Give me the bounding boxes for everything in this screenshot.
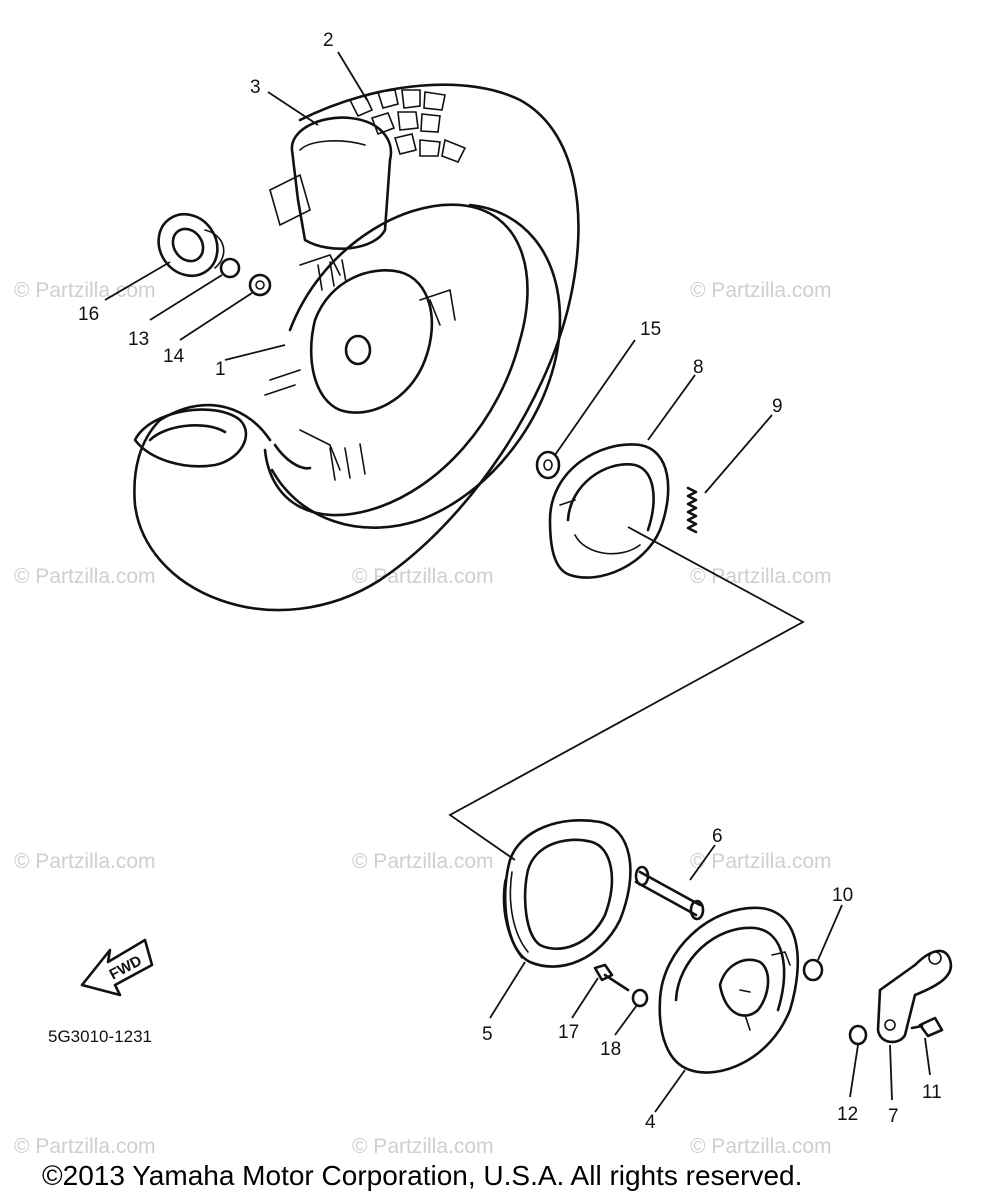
bolt-11	[910, 1016, 944, 1038]
callout-labels: 1 2 3 4 5 6 7 8 9 10 11 12 13 14 15 16 1…	[78, 30, 942, 1133]
watermark: © Partzilla.com	[352, 565, 494, 588]
group-leader	[448, 526, 805, 861]
callout-15: 15	[640, 319, 661, 340]
brake-shoe-set	[548, 443, 670, 579]
callout-8: 8	[693, 357, 704, 378]
callout-18: 18	[600, 1039, 621, 1060]
nut-12	[848, 1024, 868, 1046]
spring-9	[686, 486, 698, 534]
tire-wheel-assembly	[133, 83, 580, 612]
watermark: © Partzilla.com	[14, 1135, 156, 1158]
watermark: © Partzilla.com	[690, 565, 832, 588]
watermark: © Partzilla.com	[690, 279, 832, 302]
leader-lines	[104, 51, 931, 1113]
brake-panel	[658, 906, 800, 1074]
copyright-notice: ©2013 Yamaha Motor Corporation, U.S.A. A…	[42, 1160, 802, 1191]
callout-5: 5	[482, 1024, 493, 1045]
callout-11: 11	[922, 1082, 942, 1103]
nut-13	[219, 257, 241, 279]
callout-10: 10	[832, 885, 853, 906]
brake-arm	[876, 949, 953, 1044]
callout-16: 16	[78, 304, 99, 325]
watermark: © Partzilla.com	[690, 850, 832, 873]
watermark: © Partzilla.com	[14, 850, 156, 873]
washer-15	[535, 450, 561, 480]
axle-hardware	[157, 212, 272, 297]
watermark: © Partzilla.com	[352, 1135, 494, 1158]
washer-14	[248, 273, 272, 297]
callout-1: 1	[215, 359, 226, 380]
callout-14: 14	[163, 346, 185, 367]
callout-4: 4	[645, 1112, 656, 1133]
watermark-layer: © Partzilla.com © Partzilla.com © Partzi…	[14, 279, 832, 1158]
watermark: © Partzilla.com	[352, 850, 494, 873]
callout-2: 2	[323, 30, 334, 51]
callout-13: 13	[128, 329, 149, 350]
tire-tread	[348, 89, 467, 164]
callout-17: 17	[558, 1022, 579, 1043]
part-code: 5G3010-1231	[48, 1027, 152, 1046]
callout-12: 12	[837, 1104, 858, 1125]
watermark: © Partzilla.com	[14, 279, 156, 302]
washer-18	[631, 988, 649, 1008]
watermark: © Partzilla.com	[14, 565, 156, 588]
callout-3: 3	[250, 77, 261, 98]
bolt-17	[593, 963, 630, 992]
callout-9: 9	[772, 396, 783, 417]
nut-10	[802, 958, 824, 982]
watermark: © Partzilla.com	[690, 1135, 832, 1158]
brake-camshaft	[634, 865, 705, 921]
fwd-arrow: FWD	[80, 938, 154, 997]
callout-6: 6	[712, 826, 723, 847]
brake-drum-seal	[502, 819, 632, 968]
callout-7: 7	[888, 1106, 899, 1127]
